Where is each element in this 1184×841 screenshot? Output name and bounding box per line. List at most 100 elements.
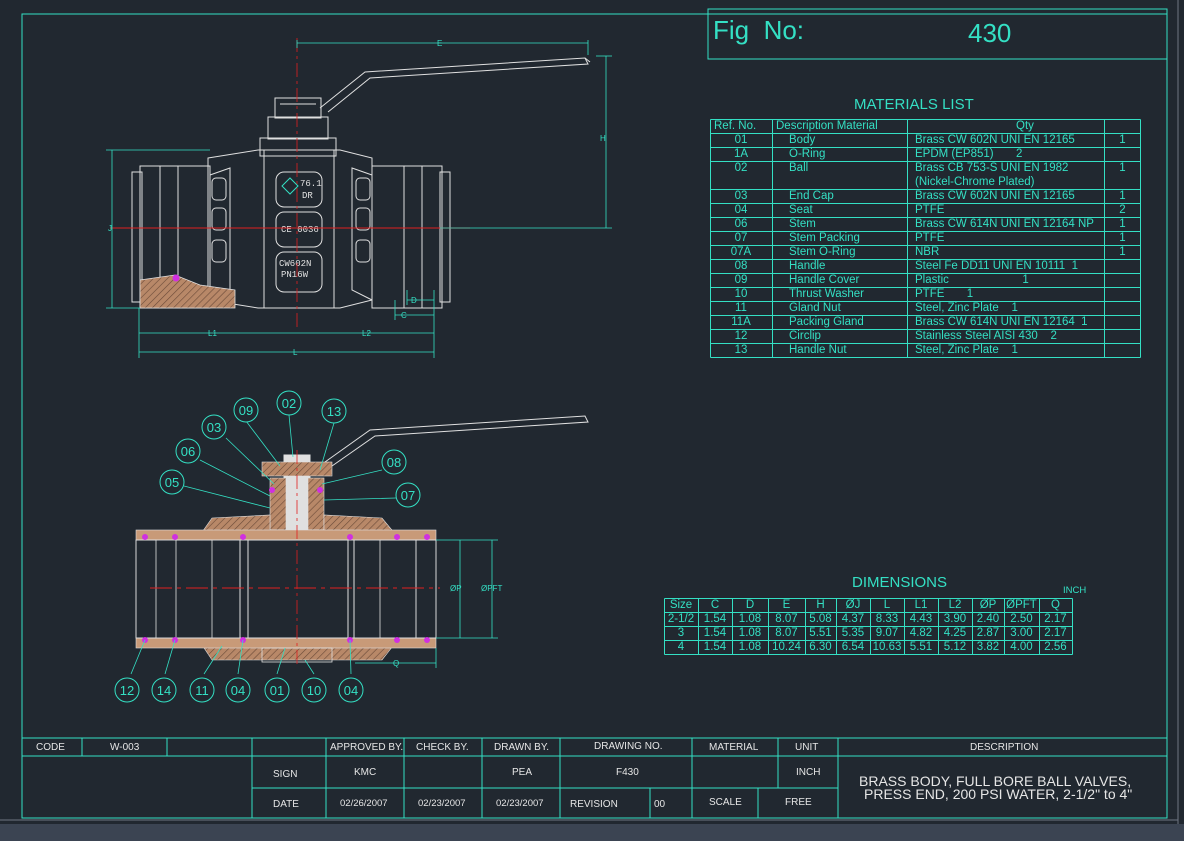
dimensions-header: Q: [1051, 599, 1060, 611]
dim-label-j: J: [108, 224, 112, 233]
materials-title: MATERIALS LIST: [854, 96, 974, 113]
dimensions-header: L1: [914, 599, 928, 611]
materials-header-ref: Ref. No.: [714, 120, 757, 132]
dimensions-cell: 3.00: [1010, 627, 1033, 639]
callout-label: 03: [207, 420, 221, 435]
callout-label: 09: [239, 403, 253, 418]
status-bar: [0, 824, 1184, 841]
dimensions-header: H: [816, 599, 825, 611]
callout-label: 06: [181, 444, 195, 459]
dimensions-cell: 5.35: [841, 627, 865, 639]
tb-drawing-no: F430: [616, 767, 639, 778]
tb-scale: FREE: [785, 797, 812, 808]
dimensions-cell: 10.63: [872, 641, 902, 653]
tb-drawn-date: 02/23/2007: [496, 798, 544, 809]
dim-label-l1: L1: [208, 329, 217, 338]
dimensions-header: L2: [948, 599, 962, 611]
dimensions-cell: 2-1/2: [667, 613, 695, 625]
dim-label-q: Q: [393, 659, 399, 668]
materials-desc: Body: [789, 134, 816, 146]
materials-ref: 08: [734, 260, 748, 272]
materials-desc: Handle: [789, 260, 826, 272]
callout-label: 04: [344, 683, 358, 698]
callout-label: 02: [282, 396, 296, 411]
materials-ref: 06: [734, 218, 748, 230]
callout-bubble: [276, 390, 302, 416]
dimensions-cell: 5.51: [909, 641, 933, 653]
dimensions-cell: 2.17: [1044, 613, 1067, 625]
body-mark-pressure: PN16W: [281, 270, 309, 280]
dimensions-cell: 3: [677, 627, 685, 639]
materials-desc: Stem O-Ring: [789, 246, 856, 258]
materials-qty: 1: [1119, 218, 1126, 230]
callout-bubble: [301, 677, 327, 703]
tb-drawn-by-label: DRAWN BY.: [494, 742, 550, 753]
elevation-dimensions: [106, 40, 612, 358]
callout-bubble: [264, 677, 290, 703]
materials-desc: O-Ring: [789, 148, 826, 160]
fig-box: [707, 8, 1168, 60]
materials-qty: 2: [1119, 204, 1126, 216]
valve-elevation-view: [131, 57, 591, 309]
dim-label-d: D: [411, 296, 417, 305]
sheet-border: [21, 13, 1168, 819]
materials-material: NBR: [915, 246, 940, 258]
materials-ref: 07: [734, 232, 748, 244]
materials-ref: 11A: [731, 316, 751, 328]
dimensions-cell: 1.08: [738, 627, 762, 639]
dim-label-p: ØP: [450, 584, 462, 593]
materials-ref: 02: [734, 162, 748, 174]
materials-material: PTFE: [915, 204, 945, 216]
tb-approved-by-label: APPROVED BY.: [330, 742, 404, 753]
dimensions-cell: 5.08: [809, 613, 832, 625]
materials-material: Plastic 1: [915, 274, 1029, 286]
callout-bubble: [225, 677, 251, 703]
dimensions-cell: 8.33: [875, 613, 899, 625]
materials-ref: 07A: [730, 246, 752, 258]
dimensions-header: Size: [669, 599, 693, 611]
materials-material: Brass CB 753-S UNI EN 1982: [915, 162, 1069, 174]
tb-revision: 00: [654, 799, 666, 810]
materials-ref: 12: [734, 330, 748, 342]
materials-material: Brass CW 614N UNI EN 12164 NP: [915, 218, 1094, 230]
dimensions-header: ØP: [979, 599, 997, 611]
dim-label-c: C: [401, 311, 407, 320]
materials-desc: Packing Gland: [789, 316, 864, 328]
dimensions-cell: 9.07: [875, 627, 899, 639]
dimensions-cell: 4.25: [943, 627, 967, 639]
dimensions-cell: 3.90: [943, 613, 967, 625]
materials-ref: 10: [734, 288, 748, 300]
dimensions-header: L: [883, 599, 891, 611]
materials-ref: 01: [734, 134, 748, 146]
callout-label: 08: [387, 455, 401, 470]
dimensions-cell: 5.12: [943, 641, 967, 653]
dimensions-cell: 1.08: [738, 613, 762, 625]
tb-description-label: DESCRIPTION: [970, 742, 1039, 753]
callout-label: 04: [231, 683, 245, 698]
dimensions-header: ØJ: [845, 599, 861, 611]
materials-material: Steel Fe DD11 UNI EN 10111 1: [915, 260, 1078, 272]
callout-label: 11: [195, 683, 209, 698]
tb-unit-label: UNIT: [795, 742, 819, 753]
materials-header-qty: Qty: [1016, 120, 1034, 132]
materials-desc: Ball: [789, 162, 809, 174]
materials-material: PTFE: [915, 232, 945, 244]
tb-material-label: MATERIAL: [709, 742, 759, 753]
materials-material: Brass CW 602N UNI EN 12165: [915, 134, 1075, 146]
valve-section-view: [135, 415, 589, 663]
materials-desc: Stem Packing: [789, 232, 860, 244]
materials-header-desc: Description Material: [776, 120, 878, 132]
callout-label: 01: [270, 683, 284, 698]
tb-code-label: CODE: [36, 742, 65, 753]
callout-bubble: [114, 677, 140, 703]
dimensions-unit: INCH: [1063, 585, 1087, 596]
dimensions-cell: 8.07: [775, 627, 798, 639]
materials-ref: 13: [734, 344, 748, 356]
materials-material: EPDM (EP851) 2: [915, 148, 1023, 160]
callout-bubble: [233, 397, 259, 423]
materials-material: Brass CW 602N UNI EN 12165: [915, 190, 1075, 202]
callout-bubble: [151, 677, 177, 703]
